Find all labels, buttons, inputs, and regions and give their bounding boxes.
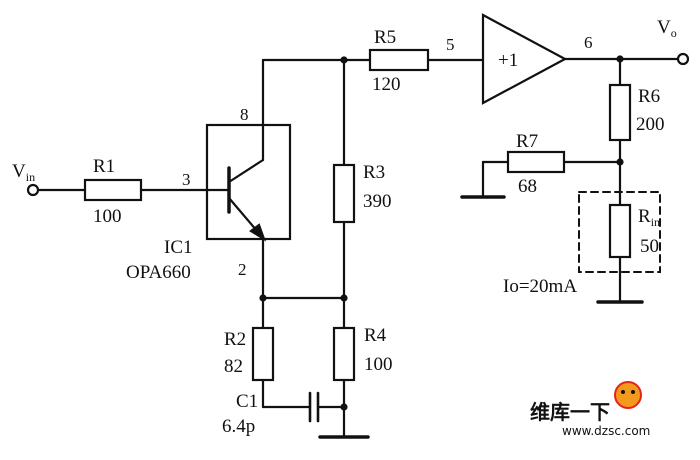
label-r3-value: 390 <box>363 191 392 212</box>
junction-c1 <box>340 403 348 411</box>
label-c1: C1 <box>236 391 258 412</box>
junction-out <box>616 55 624 63</box>
label-r5: R5 <box>374 27 396 48</box>
label-pin2: 2 <box>238 260 247 279</box>
label-r4-value: 100 <box>364 354 393 375</box>
label-r1-value: 100 <box>93 206 122 227</box>
resistor-r4 <box>332 326 356 382</box>
ic1-box <box>205 123 292 241</box>
label-r2-value: 82 <box>224 356 243 377</box>
label-vo: Vo <box>657 17 677 40</box>
label-c1-value: 6.4p <box>222 416 255 437</box>
label-pin3: 3 <box>182 170 191 189</box>
buffer-amplifier <box>481 13 568 105</box>
label-ic1: IC1 <box>164 237 193 258</box>
label-pin6: 6 <box>584 33 593 52</box>
load-dashed-box <box>578 191 661 273</box>
vin-terminal <box>26 183 40 197</box>
label-ic1-part: OPA660 <box>126 262 191 283</box>
watermark-url: www.dzsc.com <box>562 424 650 438</box>
junction-mid-left <box>259 294 267 302</box>
label-r2: R2 <box>224 329 246 350</box>
transistor-collector <box>227 158 265 184</box>
watermark-cn: 维库一下 <box>530 400 610 424</box>
emitter-arrow <box>249 223 267 242</box>
label-r5-value: 120 <box>372 74 401 95</box>
junction-top <box>340 56 348 64</box>
junction-r7 <box>616 158 624 166</box>
label-rin-value: 50 <box>640 236 659 257</box>
label-rin: Rin <box>638 206 660 229</box>
label-pin5: 5 <box>446 35 455 54</box>
label-r7: R7 <box>516 131 538 152</box>
resistor-r1 <box>83 178 143 202</box>
resistor-r6 <box>608 83 632 142</box>
watermark-logo: 维库一下 www.dzsc.com <box>530 381 650 438</box>
label-pin8: 8 <box>240 105 249 124</box>
resistor-r2 <box>251 326 275 382</box>
label-vin: Vin <box>12 161 35 184</box>
vo-terminal <box>676 52 690 66</box>
watermark-mascot-icon <box>614 381 642 409</box>
resistor-r3 <box>332 163 356 224</box>
label-r6: R6 <box>638 86 660 107</box>
label-r3: R3 <box>363 162 385 183</box>
resistor-r5 <box>368 48 430 72</box>
label-r4: R4 <box>364 325 387 346</box>
label-buffer-gain: +1 <box>498 50 518 71</box>
label-r7-value: 68 <box>518 176 537 197</box>
label-io: Io=20mA <box>503 276 577 297</box>
resistor-r7 <box>506 150 566 174</box>
resistor-rin <box>608 203 632 259</box>
junction-mid-right <box>340 294 348 302</box>
label-r1: R1 <box>93 156 115 177</box>
label-r6-value: 200 <box>636 114 665 135</box>
